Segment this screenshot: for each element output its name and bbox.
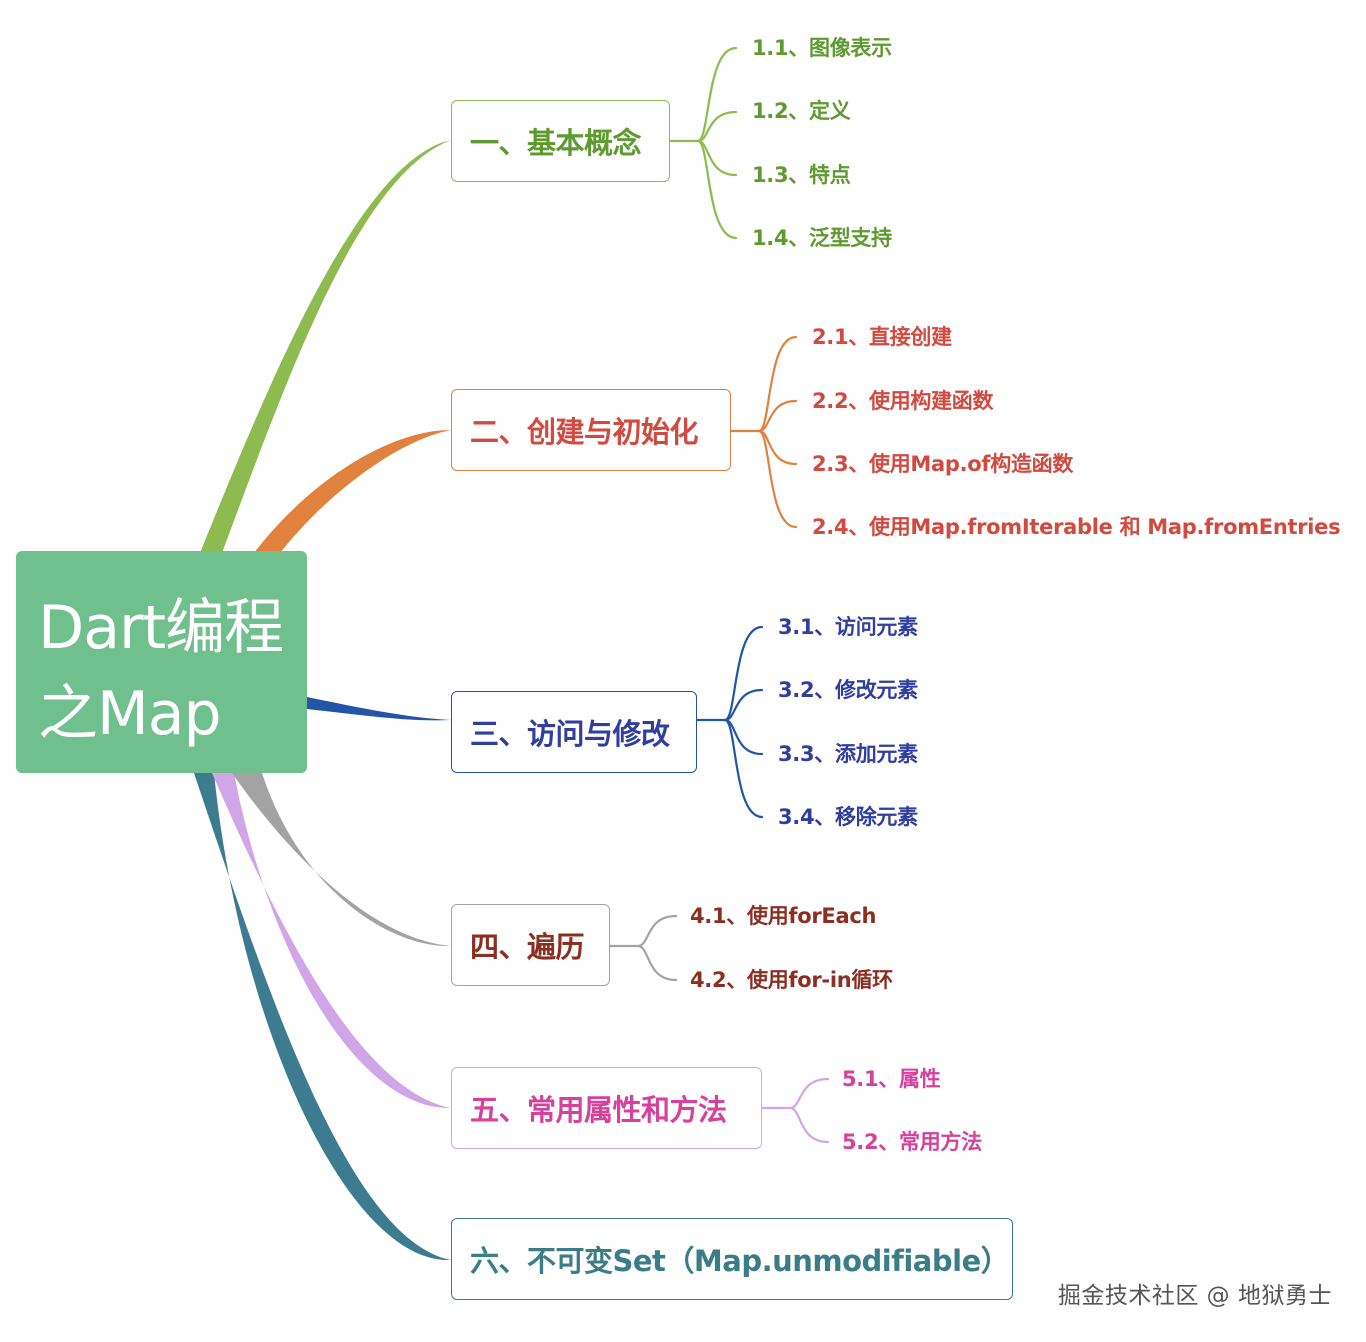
bracket-1-leaf-2 — [696, 110, 738, 143]
bracket-3-leaf-3 — [723, 718, 764, 756]
bracket-1-leaf-4 — [696, 139, 738, 240]
leaf-1-1[interactable]: 1.1、图像表示 — [752, 36, 892, 60]
connector-root-branch-1 — [200, 140, 451, 553]
leaf-5-2[interactable]: 5.2、常用方法 — [842, 1130, 982, 1154]
branch-label: 三、访问与修改 — [470, 717, 670, 751]
branch-access-modify[interactable]: 三、访问与修改 — [451, 691, 697, 773]
bracket-3-leaf-4 — [723, 718, 764, 819]
root-node[interactable]: Dart编程 之Map — [16, 551, 307, 773]
connector-root-branch-6 — [194, 773, 451, 1261]
connector-root-branch-5 — [212, 773, 451, 1109]
leaf-3-1[interactable]: 3.1、访问元素 — [778, 615, 918, 639]
leaf-3-4[interactable]: 3.4、移除元素 — [778, 805, 918, 829]
bracket-2-leaf-4 — [757, 429, 798, 529]
bracket-1-leaf-3 — [696, 139, 738, 177]
connector-root-branch-2 — [254, 430, 451, 553]
leaf-5-1[interactable]: 5.1、属性 — [842, 1067, 941, 1091]
bracket-3-leaf-1 — [723, 625, 764, 722]
bracket-4-leaf-1 — [636, 914, 678, 948]
leaf-3-3[interactable]: 3.3、添加元素 — [778, 742, 918, 766]
leaf-1-4[interactable]: 1.4、泛型支持 — [752, 226, 892, 250]
leaf-3-2[interactable]: 3.2、修改元素 — [778, 678, 918, 702]
branch-unmodifiable[interactable]: 六、不可变Set（Map.unmodifiable） — [451, 1218, 1013, 1300]
branch-label: 一、基本概念 — [470, 126, 642, 160]
bracket-5-leaf-1 — [788, 1077, 830, 1110]
branch-label: 六、不可变Set（Map.unmodifiable） — [470, 1244, 1010, 1278]
leaf-2-2[interactable]: 2.2、使用构建函数 — [812, 389, 994, 413]
bracket-2-leaf-3 — [757, 429, 798, 466]
bracket-1-leaf-1 — [696, 46, 738, 143]
branch-label: 四、遍历 — [470, 930, 585, 964]
branch-basic-concepts[interactable]: 一、基本概念 — [451, 100, 670, 182]
branch-label: 二、创建与初始化 — [470, 415, 699, 449]
root-title-line2: 之Map — [38, 679, 222, 749]
bracket-2-leaf-2 — [757, 399, 798, 433]
bracket-5-leaf-2 — [788, 1106, 830, 1144]
watermark: 掘金技术社区 @ 地狱勇士 — [1057, 1283, 1332, 1309]
branch-label: 五、常用属性和方法 — [470, 1093, 727, 1127]
bracket-2-leaf-1 — [757, 335, 798, 433]
leaf-4-1[interactable]: 4.1、使用forEach — [690, 904, 877, 928]
connector-root-branch-3 — [307, 697, 451, 721]
leaf-1-2[interactable]: 1.2、定义 — [752, 99, 851, 123]
bracket-3-leaf-2 — [723, 688, 764, 722]
branch-create-init[interactable]: 二、创建与初始化 — [451, 389, 731, 471]
connector-root-branch-4 — [232, 773, 451, 947]
leaf-2-3[interactable]: 2.3、使用Map.of构造函数 — [812, 452, 1074, 476]
bracket-4-leaf-2 — [636, 944, 678, 982]
leaf-2-1[interactable]: 2.1、直接创建 — [812, 325, 952, 349]
root-title-line1: Dart编程 — [38, 593, 284, 663]
leaf-1-3[interactable]: 1.3、特点 — [752, 163, 851, 187]
branch-iteration[interactable]: 四、遍历 — [451, 904, 610, 986]
leaf-2-4[interactable]: 2.4、使用Map.fromIterable 和 Map.fromEntries — [812, 515, 1341, 539]
leaf-4-2[interactable]: 4.2、使用for-in循环 — [690, 968, 893, 992]
branch-properties-methods[interactable]: 五、常用属性和方法 — [451, 1067, 762, 1149]
